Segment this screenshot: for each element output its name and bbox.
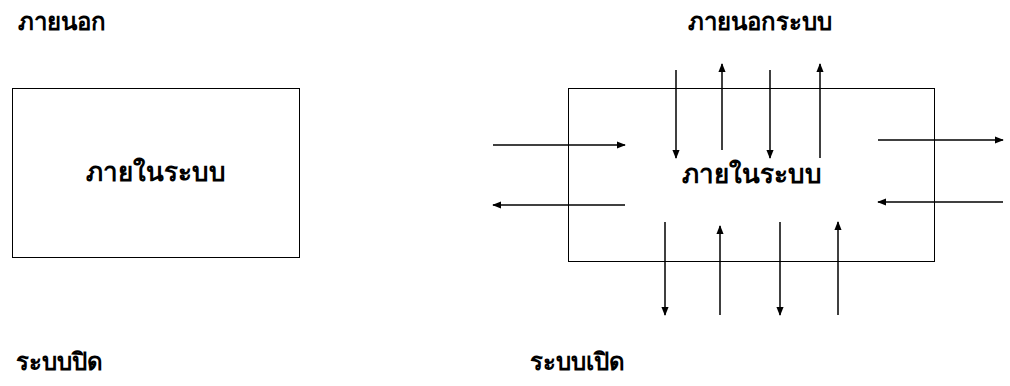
outflow-arrow: [493, 204, 625, 206]
inflow-arrow: [837, 222, 839, 315]
outflow-arrow: [664, 222, 666, 315]
system-box: ภายในระบบ: [568, 88, 935, 262]
inflow-arrow: [719, 226, 721, 315]
outflow-arrow: [819, 64, 821, 158]
system-label: ภายในระบบ: [86, 157, 226, 188]
inflow-arrow: [878, 201, 1003, 203]
inflow-arrow: [675, 70, 677, 158]
outflow-arrow: [721, 64, 723, 150]
system-caption: ระบบปิด: [14, 348, 105, 377]
surroundings-label: ภายนอก: [16, 8, 108, 37]
inflow-arrow: [493, 144, 625, 146]
system-label: ภายในระบบ: [682, 159, 822, 190]
system-box: ภายในระบบ: [12, 88, 300, 258]
surroundings-label: ภายนอกระบบ: [686, 8, 834, 37]
outflow-arrow: [878, 139, 1003, 141]
system-caption: ระบบเปิด: [528, 348, 627, 377]
outflow-arrow: [779, 222, 781, 315]
inflow-arrow: [769, 70, 771, 158]
